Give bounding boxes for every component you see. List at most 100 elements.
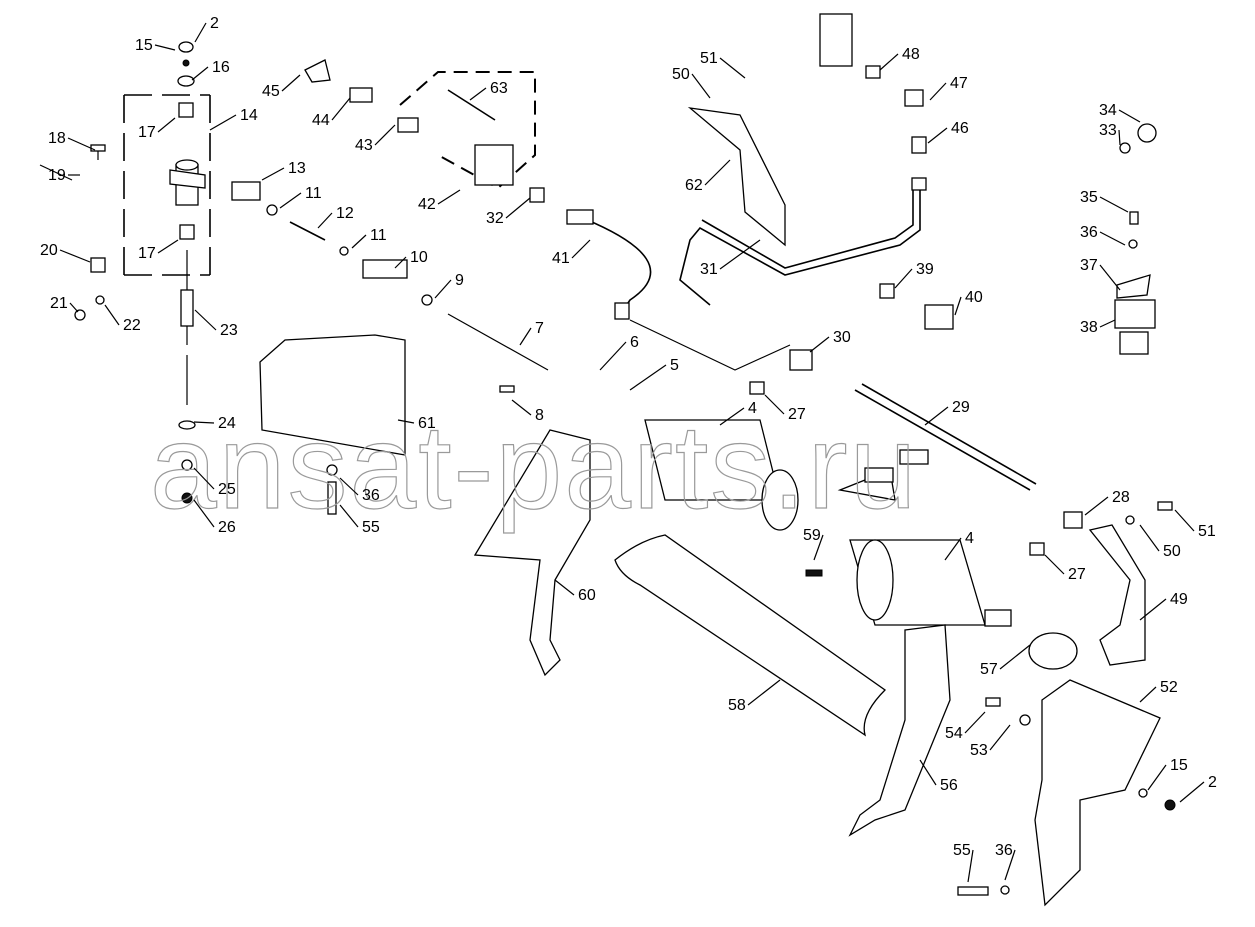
leader-line-c51a: [719, 57, 746, 79]
leader-line-c9: [434, 279, 452, 299]
callout-c50b: 50: [1163, 543, 1181, 560]
callout-c62: 62: [685, 177, 703, 194]
leader-line-c2a: [194, 22, 207, 43]
leader-line-c12: [317, 212, 333, 229]
callout-c26: 26: [218, 519, 236, 536]
leader-line-c45: [281, 74, 301, 92]
leader-line-c20: [59, 249, 91, 263]
callout-c21: 21: [50, 295, 68, 312]
leader-line-c50b: [1139, 524, 1160, 552]
leader-line-c13: [261, 167, 285, 181]
guard-52: [957, 679, 1176, 907]
cover-plate-61: [259, 334, 406, 515]
bracket-62: [687, 107, 786, 247]
bracket-60: [473, 429, 591, 677]
warning-symbol: [837, 449, 929, 501]
callout-c4b: 4: [965, 530, 974, 547]
leader-line-c40: [954, 296, 962, 316]
leader-line-c21: [69, 302, 79, 313]
callout-c9: 9: [455, 272, 464, 289]
leader-line-c27a: [764, 394, 785, 415]
callout-c56: 56: [940, 777, 958, 794]
leader-line-c58: [747, 679, 781, 706]
leader-line-c37: [1099, 264, 1121, 291]
leader-lines: [59, 22, 1205, 883]
leader-line-c41: [571, 239, 591, 259]
leader-line-c16: [191, 66, 209, 81]
callout-c38: 38: [1080, 319, 1098, 336]
watermark: ansat-parts.ru: [150, 400, 918, 534]
callout-c10: 10: [410, 249, 428, 266]
leader-line-c55a: [339, 504, 359, 528]
leader-line-c8: [511, 399, 532, 416]
hydraulic-valve-assembly: [231, 59, 791, 393]
leader-line-c31: [719, 239, 761, 270]
arm-56: [848, 624, 951, 837]
callout-c6: 6: [630, 334, 639, 351]
callout-c46: 46: [951, 120, 969, 137]
leader-line-c61: [397, 419, 415, 424]
callout-c59: 59: [803, 527, 821, 544]
bracket-49: [1088, 501, 1173, 666]
leader-line-c6: [599, 341, 627, 371]
leader-line-c35: [1099, 196, 1129, 213]
leader-line-c4b: [944, 537, 962, 561]
leader-line-c24: [193, 421, 215, 424]
callout-c48: 48: [902, 46, 920, 63]
leader-line-c44: [331, 97, 351, 121]
callout-c36c: 36: [995, 842, 1013, 859]
leader-line-c63: [469, 87, 487, 101]
leader-line-c50a: [691, 73, 711, 99]
callout-c8: 8: [535, 407, 544, 424]
leader-line-c15b: [1147, 764, 1167, 791]
callout-c11b: 11: [370, 227, 387, 244]
callout-c50a: 50: [672, 66, 690, 83]
leader-line-c34: [1118, 109, 1141, 123]
callout-c18: 18: [48, 130, 66, 147]
callout-c27b: 27: [1068, 566, 1086, 583]
callout-c19: 19: [48, 167, 66, 184]
leader-line-c18: [67, 137, 96, 151]
callout-c55a: 55: [362, 519, 380, 536]
leader-line-c51b: [1174, 509, 1195, 532]
callout-c22: 22: [123, 317, 141, 334]
leader-line-c47: [929, 82, 947, 101]
leader-line-c23: [194, 309, 217, 331]
callout-c39: 39: [916, 261, 934, 278]
callout-c47: 47: [950, 75, 968, 92]
callout-c51a: 51: [700, 50, 718, 67]
leader-line-c60: [554, 579, 575, 596]
callout-c36a: 36: [1080, 224, 1098, 241]
callout-c36b: 36: [362, 487, 380, 504]
callout-c30: 30: [833, 329, 851, 346]
callout-c16: 16: [212, 59, 230, 76]
leader-line-c28: [1084, 496, 1109, 516]
callout-c29: 29: [952, 399, 970, 416]
callout-c42: 42: [418, 196, 436, 213]
leader-line-c5: [629, 364, 667, 391]
leader-line-c10: [394, 256, 407, 269]
leader-line-c15a: [154, 44, 176, 51]
callout-c12: 12: [336, 205, 354, 222]
leader-line-c30: [809, 336, 830, 353]
leader-line-c54: [964, 711, 986, 734]
leader-line-c29: [924, 406, 949, 426]
leader-line-c2b: [1179, 781, 1205, 803]
leader-line-c11a: [279, 192, 302, 209]
callout-c15b: 15: [1170, 757, 1188, 774]
leader-line-c25: [193, 467, 215, 490]
callout-c2b: 2: [1208, 774, 1217, 791]
callout-c51b: 51: [1198, 523, 1216, 540]
leader-line-c42: [437, 189, 461, 205]
leader-line-c62: [704, 159, 731, 186]
leader-line-c55b: [967, 849, 974, 883]
callout-c24: 24: [218, 415, 236, 432]
callout-c53: 53: [970, 742, 988, 759]
right-small-parts: [1114, 123, 1157, 355]
callout-c11a: 11: [305, 185, 322, 202]
callout-c4a: 4: [748, 400, 757, 417]
callout-c58: 58: [728, 697, 746, 714]
leader-line-c59: [813, 534, 824, 561]
